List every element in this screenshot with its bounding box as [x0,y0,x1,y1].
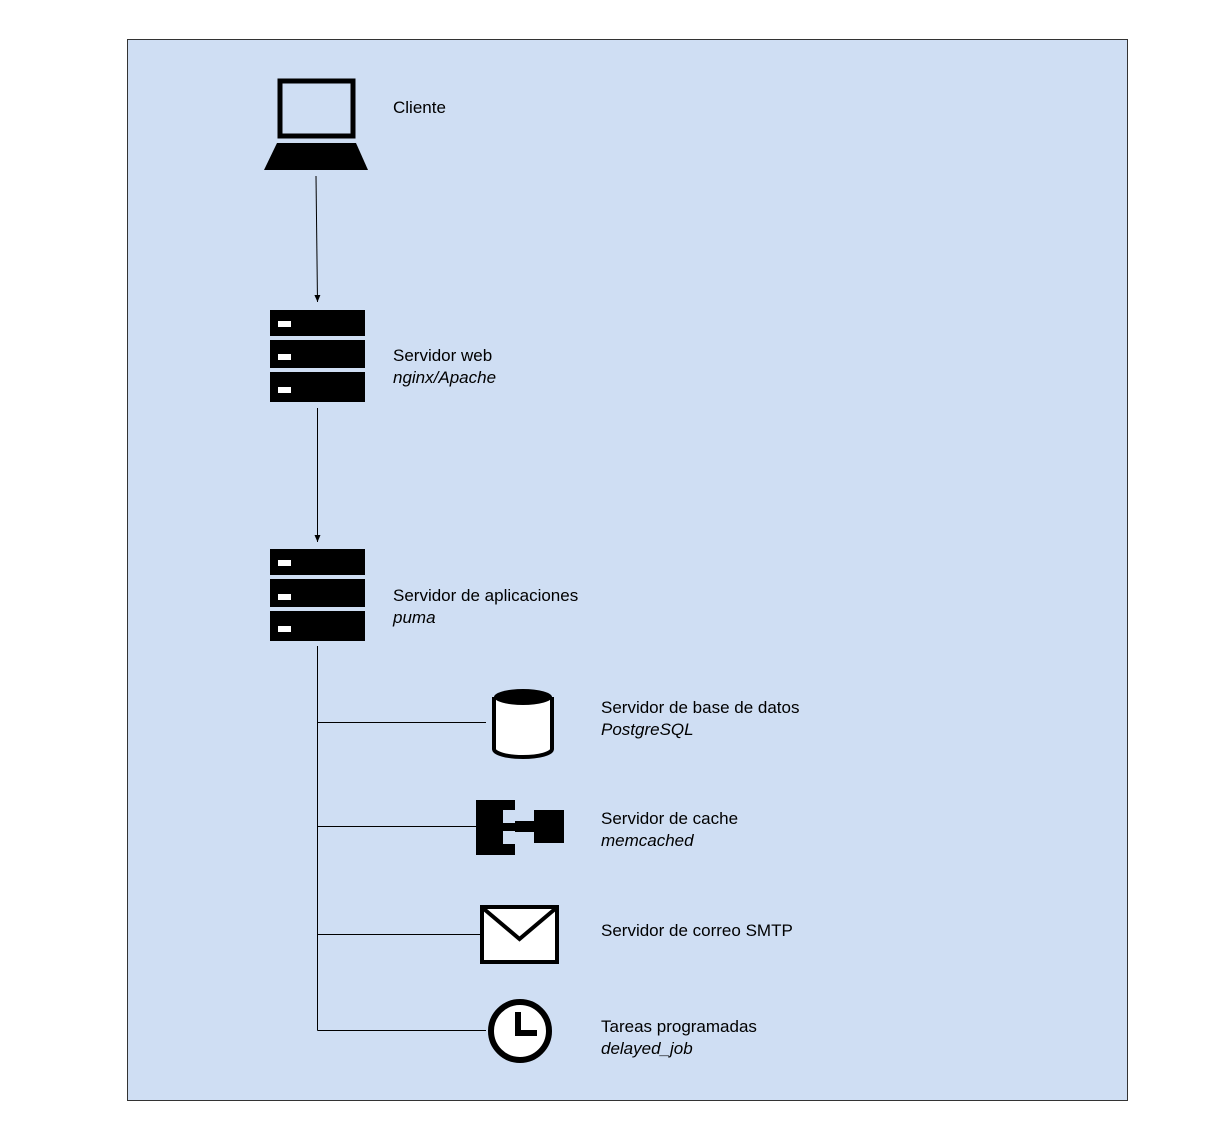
server-icon [270,549,365,641]
node-title: Servidor de aplicaciones [393,586,579,605]
node-label-client: Cliente [393,97,446,119]
node-label-web-server: Servidor web nginx/Apache [393,345,496,389]
node-subtitle: PostgreSQL [601,720,694,739]
node-title: Servidor de cache [601,809,739,828]
cache-component-icon [476,800,564,855]
edge-app-services [317,646,486,1031]
edge-client-web [314,175,321,303]
node-subtitle: memcached [601,831,694,850]
node-subtitle: puma [393,608,436,627]
node-title: Servidor web [393,346,493,365]
node-title: Tareas programadas [601,1017,757,1036]
node-title: Servidor de base de datos [601,698,800,717]
envelope-icon [480,905,559,964]
node-subtitle: delayed_job [601,1039,693,1058]
node-label-cache: Servidor de cache memcached [601,808,738,852]
clock-icon [488,999,552,1063]
node-title: Servidor de correo SMTP [601,921,793,940]
node-label-jobs: Tareas programadas delayed_job [601,1016,757,1060]
database-icon [492,689,554,759]
server-icon [270,310,365,402]
node-label-app-server: Servidor de aplicaciones puma [393,585,578,629]
node-subtitle: nginx/Apache [393,368,497,387]
node-label-database: Servidor de base de datos PostgreSQL [601,697,799,741]
node-label-mail: Servidor de correo SMTP [601,920,793,942]
node-title: Cliente [393,98,446,117]
laptop-icon [264,78,368,170]
